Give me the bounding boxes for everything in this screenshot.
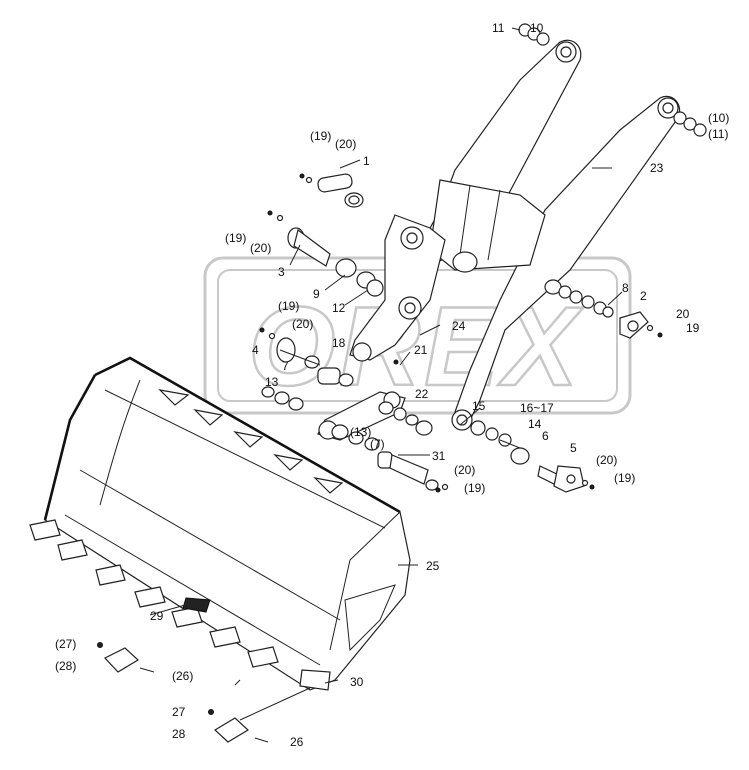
pin-2-right (544, 279, 649, 339)
callout-15: 15 (472, 399, 486, 413)
callout-19-b: (19) (225, 231, 246, 245)
callout-13-a: 13 (265, 375, 279, 389)
callout-9: 9 (313, 287, 320, 301)
callout-2: 2 (640, 289, 647, 303)
callout-24: 24 (452, 319, 466, 333)
callout-11-top: 11 (492, 21, 505, 35)
callout-20-a: (20) (335, 137, 356, 151)
rings-top (518, 23, 707, 137)
callout-7-b: (7) (370, 437, 385, 451)
callout-18: 18 (332, 336, 346, 350)
callout-12: 12 (332, 301, 346, 315)
callout-26-b: 26 (290, 735, 304, 749)
bucket-teeth (29, 519, 331, 691)
callout-19-c: 19 (686, 321, 700, 335)
callout-22: 22 (415, 387, 429, 401)
callout-14: 14 (528, 417, 542, 431)
callout-20-c: 20 (676, 307, 690, 321)
loose-tooth-1 (97, 642, 155, 673)
callout-29: 29 (150, 609, 164, 623)
pin-1 (317, 173, 364, 208)
callout-25: 25 (426, 559, 440, 573)
leader-lines (149, 27, 623, 721)
callout-23: 23 (650, 161, 664, 175)
callout-26-a: (26) (172, 669, 193, 683)
callout-21: 21 (414, 343, 428, 357)
callout-13-b: (13) (350, 425, 371, 439)
pin-3 (287, 227, 384, 297)
callout-11-right: (11) (708, 127, 728, 141)
pin-31 (377, 451, 439, 491)
callout-20-b: (20) (250, 241, 271, 255)
callout-3: 3 (278, 265, 285, 279)
callout-27-b: 27 (172, 705, 186, 719)
pin-5 (470, 420, 585, 493)
callout-20-d: (20) (292, 317, 313, 331)
callout-8: 8 (622, 281, 629, 295)
cross-tube (429, 179, 546, 273)
callout-19-a: (19) (310, 129, 331, 143)
callout-labels: 11 10 (10) (11) 23 (19) (20) 1 (19) (20)… (55, 21, 729, 749)
bellcrank (349, 214, 446, 362)
callout-10-top: 10 (530, 21, 544, 35)
callout-19-f: (19) (614, 471, 635, 485)
callout-19-d: (19) (278, 299, 299, 313)
callout-4: 4 (252, 343, 259, 357)
callout-6: 6 (542, 429, 549, 443)
callout-5: 5 (570, 441, 577, 455)
bolt-markers (259, 173, 663, 493)
callout-28-b: 28 (172, 727, 186, 741)
callout-10-right: (10) (708, 111, 729, 125)
callout-30: 30 (350, 675, 364, 689)
callout-1: 1 (363, 154, 370, 168)
callout-20-f: (20) (596, 453, 617, 467)
callout-20-e: (20) (454, 463, 475, 477)
callout-28-a: (28) (55, 659, 76, 673)
bucket (43, 356, 411, 691)
callout-27-a: (27) (55, 637, 76, 651)
pin-22-rings (331, 401, 433, 451)
callout-16-17: 16~17 (520, 401, 554, 415)
pin-4 (261, 337, 354, 411)
callout-19-e: (19) (464, 481, 485, 495)
callout-31: 31 (432, 449, 446, 463)
callout-7: 7 (282, 359, 289, 373)
loose-tooth-2 (208, 709, 269, 743)
